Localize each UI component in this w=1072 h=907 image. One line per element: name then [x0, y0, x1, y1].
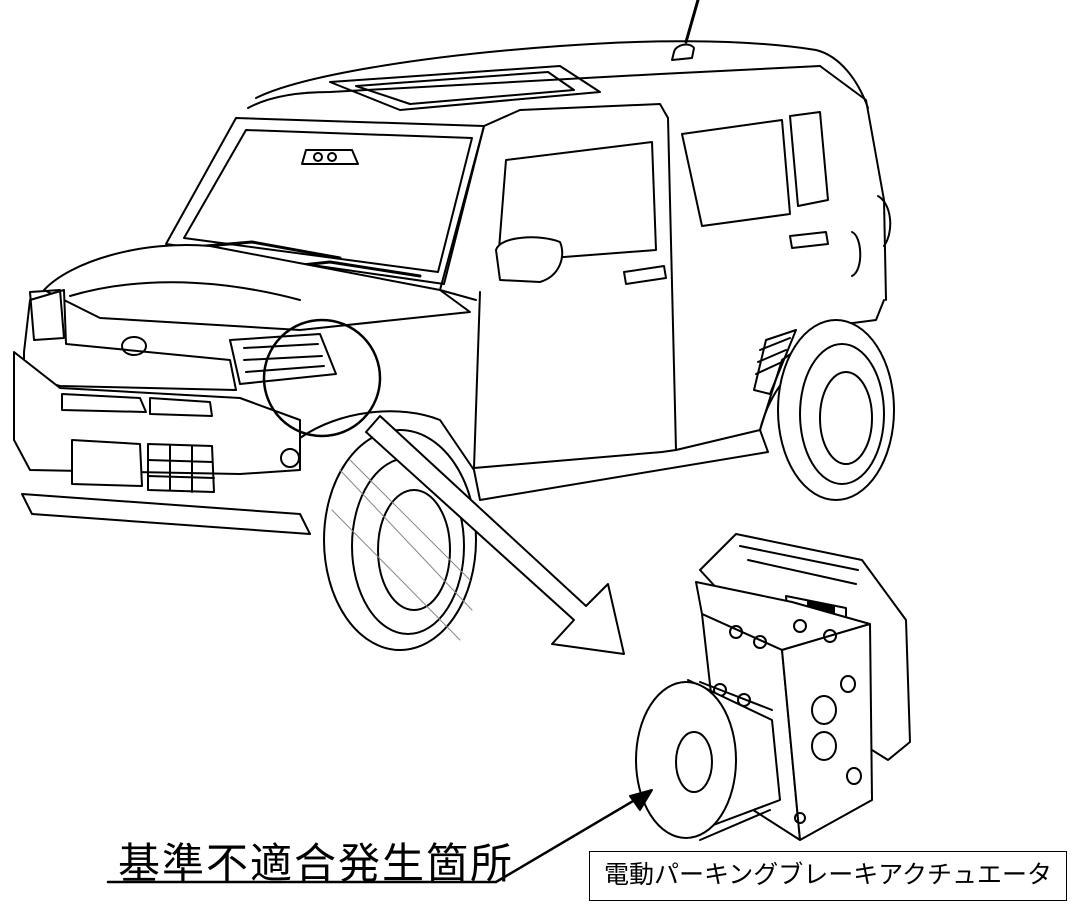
- pointer-line-icon: [106, 789, 653, 884]
- car-icon: [13, 0, 895, 651]
- hollow-arrow-icon: [365, 415, 625, 655]
- part-name-label: 電動パーキングブレーキアクチュエータ: [589, 851, 1067, 901]
- highlight-circle-icon: [262, 318, 382, 438]
- brake-actuator-icon: [635, 533, 911, 841]
- failure-location-label: 基準不適合発生箇所: [118, 839, 515, 888]
